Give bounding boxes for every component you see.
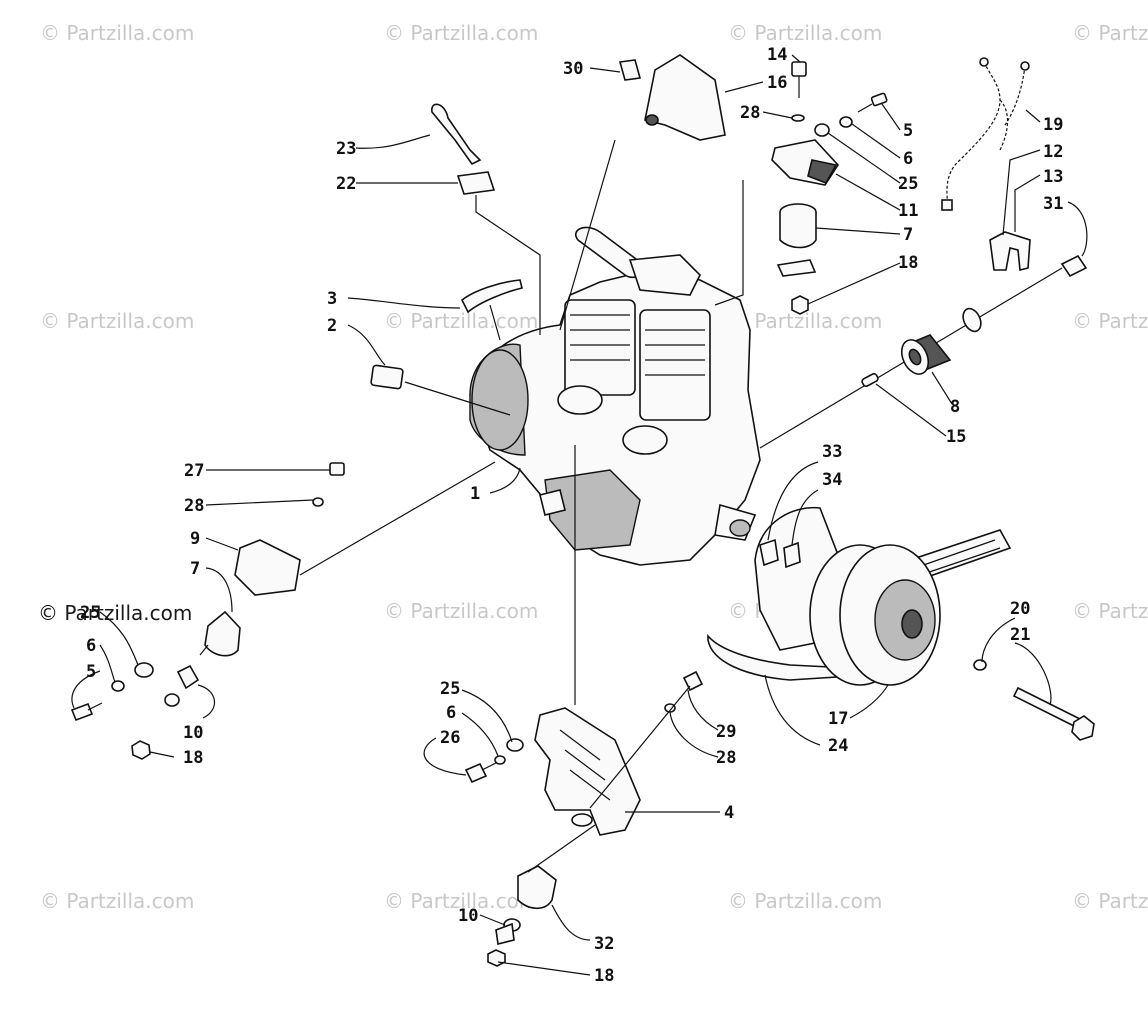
part-30 <box>618 59 642 81</box>
callout-5: 5 <box>903 121 913 141</box>
callout-8: 8 <box>950 397 960 417</box>
callout-5: 5 <box>86 662 96 682</box>
callout-21: 21 <box>1010 625 1030 645</box>
callout-25: 25 <box>440 679 460 699</box>
callout-2: 2 <box>327 316 337 336</box>
callout-28: 28 <box>716 748 736 768</box>
upper-right-mount <box>771 61 888 315</box>
callout-34: 34 <box>822 470 842 490</box>
leader-lines <box>71 54 1088 976</box>
callout-17: 17 <box>828 709 848 729</box>
clutch-assembly <box>707 506 1095 741</box>
callout-9: 9 <box>190 529 200 549</box>
callout-labels: 30 14 16 28 5 6 25 11 7 18 19 12 13 31 8… <box>80 45 1063 986</box>
left-mount-axis <box>299 461 496 576</box>
part-29 <box>682 670 704 692</box>
watermark: © Partzilla.com <box>38 601 192 625</box>
callout-10: 10 <box>458 906 478 926</box>
watermark: © Partzilla.com <box>40 889 194 913</box>
callout-7: 7 <box>190 559 200 579</box>
callout-31: 31 <box>1043 194 1063 214</box>
part-8 <box>900 334 952 375</box>
watermark: © Partzilla.com <box>1072 309 1148 333</box>
watermark: © Partzilla.com <box>384 599 538 623</box>
callout-33: 33 <box>822 442 842 462</box>
callout-24: 24 <box>828 736 848 756</box>
part-15 <box>861 372 879 388</box>
callout-1: 1 <box>470 484 480 504</box>
part-16 <box>644 54 726 141</box>
watermark: © Partzilla.com <box>384 889 538 913</box>
callout-25: 25 <box>80 603 100 623</box>
left-mount <box>70 462 345 760</box>
callout-4: 4 <box>724 803 734 823</box>
callout-3: 3 <box>327 289 337 309</box>
watermark: © Partzilla.com <box>1072 599 1148 623</box>
callout-15: 15 <box>946 427 966 447</box>
watermark: © Partzilla.com <box>40 21 194 45</box>
callout-27: 27 <box>184 461 204 481</box>
watermark: © Partzilla.com <box>384 309 538 333</box>
callout-18: 18 <box>898 253 918 273</box>
callout-16: 16 <box>767 73 787 93</box>
watermark: © Partzilla.com <box>1072 21 1148 45</box>
watermark: © Partzilla.com <box>1072 889 1148 913</box>
callout-22: 22 <box>336 174 356 194</box>
callout-18: 18 <box>594 966 614 986</box>
part-12-13 <box>989 231 1031 272</box>
watermark: © Partzilla.com <box>40 309 194 333</box>
part-22 <box>456 171 496 195</box>
watermark: © Partzilla.com <box>728 309 882 333</box>
callout-20: 20 <box>1010 599 1030 619</box>
part-31 <box>1060 254 1088 278</box>
callout-25: 25 <box>898 174 918 194</box>
part-19 <box>946 61 1026 206</box>
part-23 <box>431 103 482 166</box>
callout-12: 12 <box>1043 142 1063 162</box>
callout-13: 13 <box>1043 167 1063 187</box>
part-26 <box>464 762 488 784</box>
callout-7: 7 <box>903 225 913 245</box>
watermark: © Partzilla.com <box>728 889 882 913</box>
callout-30: 30 <box>563 59 583 79</box>
watermark: © Partzilla.com <box>384 21 538 45</box>
callout-18: 18 <box>183 748 203 768</box>
lower-isolator <box>487 865 557 967</box>
callout-11: 11 <box>898 201 918 221</box>
callout-28: 28 <box>740 103 760 123</box>
part-2 <box>370 364 404 390</box>
callout-23: 23 <box>336 139 356 159</box>
callout-19: 19 <box>1043 115 1063 135</box>
part-4 <box>534 707 641 836</box>
callout-32: 32 <box>594 934 614 954</box>
watermark-layer: © Partzilla.com © Partzilla.com © Partzi… <box>38 21 1148 913</box>
callout-29: 29 <box>716 722 736 742</box>
engine-assembly <box>469 226 761 566</box>
callout-6: 6 <box>903 149 913 169</box>
callout-28: 28 <box>184 496 204 516</box>
callout-6: 6 <box>86 636 96 656</box>
callout-14: 14 <box>767 45 787 65</box>
part-3 <box>460 279 523 314</box>
callout-6: 6 <box>446 703 456 723</box>
watermark: © Partzilla.com <box>728 21 882 45</box>
callout-26: 26 <box>440 728 460 748</box>
callout-10: 10 <box>183 723 203 743</box>
